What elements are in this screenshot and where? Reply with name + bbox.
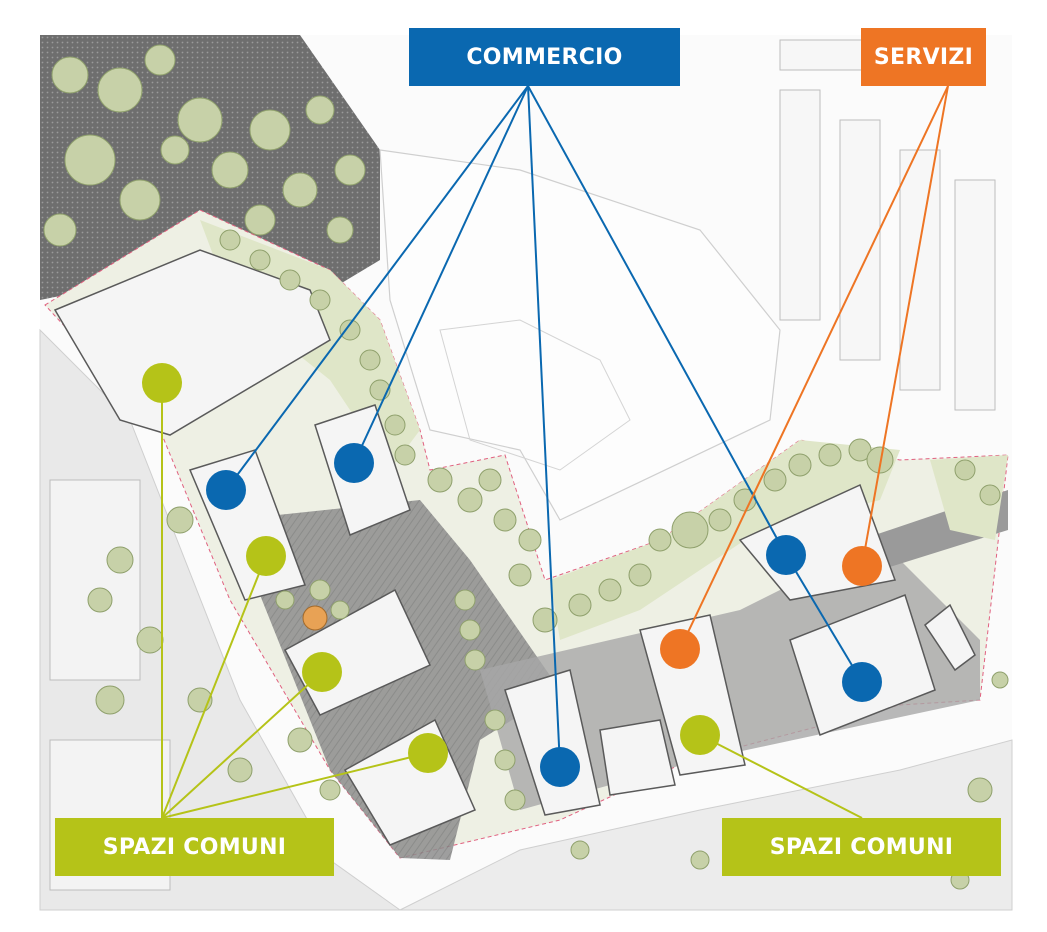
building-south-3 [599,719,676,796]
building-south-1 [504,669,601,816]
commercio-marker [206,470,246,510]
servizi-label: SERVIZI [861,28,986,86]
existing-building-outline [379,149,781,521]
spazi-comuni-leader-lines [161,383,863,819]
spazi-comuni-marker [142,363,182,403]
commercio-marker [842,662,882,702]
spazi-comuni-marker [302,652,342,692]
servizi-leader-lines [679,85,949,650]
servizi-markers [660,546,882,669]
servizi-marker [660,629,700,669]
trees [43,44,1009,890]
servizi-marker [842,546,882,586]
commercio-marker [766,535,806,575]
spazi-comuni-marker [680,715,720,755]
building-northwest [53,249,331,436]
commercio-markers [206,443,882,787]
adjacent-building-west [49,479,141,681]
spazi-comuni-markers [142,363,720,773]
green-strip-east [930,455,1008,540]
green-strip-center [550,440,900,640]
building-east-kiosk [923,603,976,672]
accent-tree [302,605,328,631]
spazi-comuni-marker [408,733,448,773]
spazi-comuni-marker [246,536,286,576]
parking-rows [779,39,996,411]
commercio-marker [540,747,580,787]
existing-building-inner [439,319,631,471]
commercio-marker [334,443,374,483]
spazi-comuni-label-left: SPAZI COMUNI [55,818,334,876]
commercio-leader-lines [225,85,863,768]
commercio-label: COMMERCIO [409,28,680,86]
spazi-comuni-label-right: SPAZI COMUNI [722,818,1001,876]
